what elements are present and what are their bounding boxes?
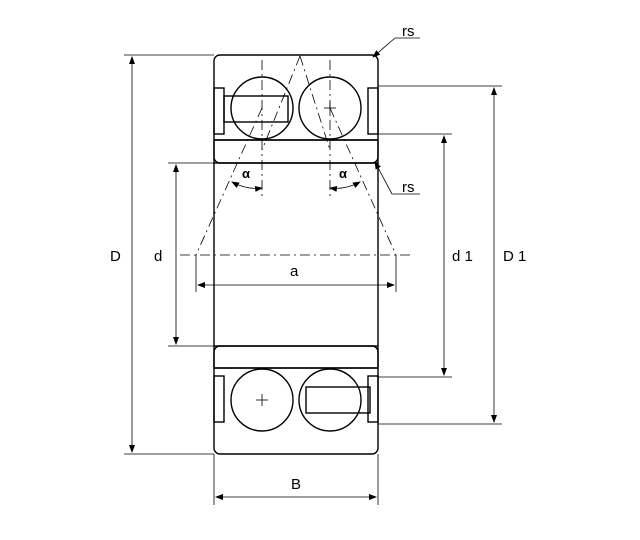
- bottom-left-seal: [213, 375, 225, 423]
- top-left-ball: [230, 76, 294, 140]
- center-lines: [180, 55, 410, 256]
- dimension-d1: [378, 133, 452, 378]
- bottom-left-ball: [230, 368, 294, 432]
- label-d1: d 1: [452, 248, 473, 265]
- label-rs-mid: rs: [402, 179, 415, 196]
- bottom-right-seal: [367, 375, 379, 423]
- alpha-right-arc: [329, 181, 361, 192]
- dimension-B: [213, 454, 379, 505]
- label-rs-top: rs: [402, 23, 415, 40]
- bottom-cage: [305, 386, 371, 414]
- top-inner-ring: [213, 139, 379, 164]
- dimension-a: [195, 255, 397, 292]
- top-section: [213, 54, 379, 164]
- rs-top-leader: [372, 37, 420, 58]
- label-alpha-left: α: [242, 166, 250, 181]
- label-a: a: [290, 263, 299, 280]
- label-D: D: [110, 248, 121, 265]
- bottom-section: [213, 345, 379, 455]
- label-D1: D 1: [503, 248, 526, 265]
- top-right-seal: [367, 87, 379, 135]
- dimension-D1: [378, 85, 502, 425]
- top-left-seal: [213, 87, 225, 135]
- label-d: d: [154, 248, 162, 265]
- bottom-inner-ring: [213, 345, 379, 369]
- dimension-D: [124, 54, 214, 455]
- label-B: B: [291, 476, 301, 493]
- top-right-ball: [298, 76, 362, 140]
- alpha-left-arc: [231, 181, 263, 192]
- rs-mid-leader: [374, 161, 420, 195]
- label-alpha-right: α: [339, 166, 347, 181]
- dimension-d: [168, 162, 214, 347]
- bottom-right-ball: [298, 368, 362, 432]
